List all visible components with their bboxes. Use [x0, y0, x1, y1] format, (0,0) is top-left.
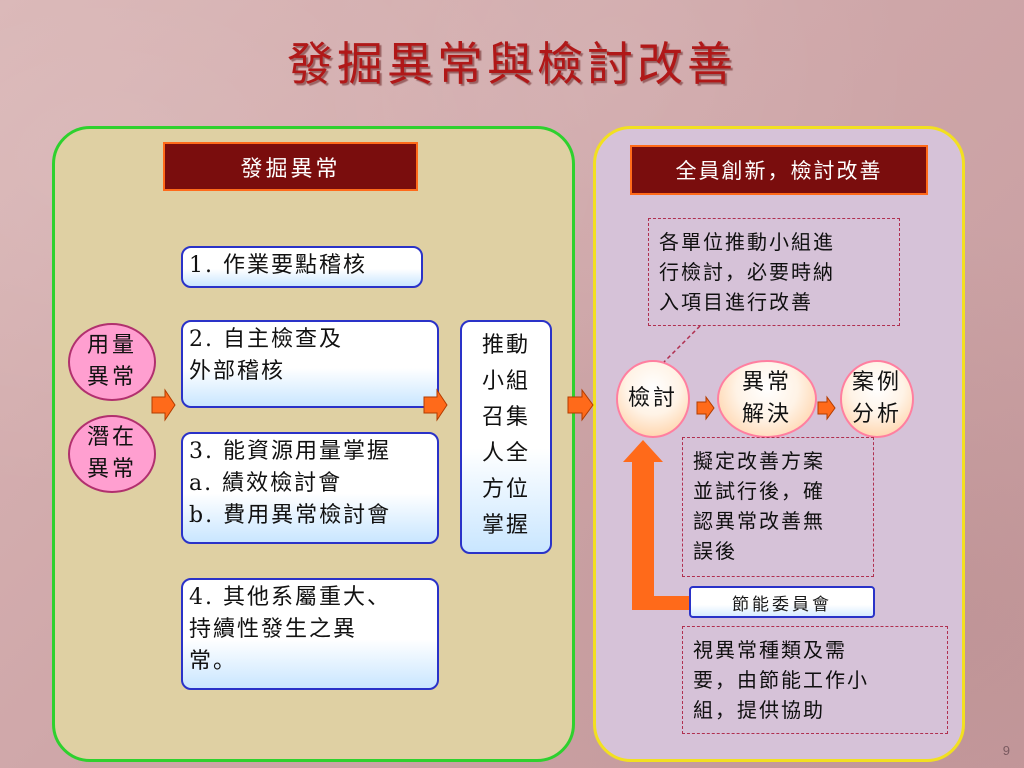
- energy-committee-label: 節能委員會: [689, 586, 875, 618]
- arrow-right-icon: [567, 388, 594, 422]
- note-bottom: 視異常種類及需 要，由節能工作小 組，提供協助: [682, 626, 948, 734]
- note-middle: 擬定改善方案 並試行後，確 認異常改善無 誤後: [682, 437, 874, 577]
- arrow-right-icon: [423, 388, 448, 422]
- arrow-up-icon: [623, 440, 689, 610]
- case-analysis-circle: 案例 分析: [840, 360, 914, 438]
- callout-pointer: [663, 325, 701, 363]
- item-4-box: 4. 其他系屬重大、 持續性發生之異 常。: [181, 578, 439, 690]
- arrow-right-icon: [817, 395, 836, 421]
- review-circle: 檢討: [616, 360, 690, 438]
- arrow-right-icon: [151, 388, 176, 422]
- anomaly-solved-circle: 異常 解決: [717, 360, 817, 438]
- potential-anomaly-circle: 潛在 異常: [68, 415, 156, 493]
- arrow-right-icon: [696, 395, 715, 421]
- right-panel-header: 全員創新，檢討改善: [630, 145, 928, 195]
- item-3-box: 3. 能資源用量掌握 a. 績效檢討會 b. 費用異常檢討會: [181, 432, 439, 544]
- note-top: 各單位推動小組進 行檢討，必要時納 入項目進行改善: [648, 218, 900, 326]
- item-2-box: 2. 自主檢查及 外部稽核: [181, 320, 439, 408]
- right-panel: [593, 126, 965, 762]
- page-title: 發掘異常與檢討改善: [287, 37, 737, 91]
- item-1-box: 1. 作業要點稽核: [181, 246, 423, 288]
- left-panel-header: 發掘異常: [163, 142, 418, 191]
- promotion-team-box: 推動 小組 召集 人全 方位 掌握: [460, 320, 552, 554]
- usage-anomaly-circle: 用量 異常: [68, 323, 156, 401]
- page-number: 9: [1002, 743, 1010, 758]
